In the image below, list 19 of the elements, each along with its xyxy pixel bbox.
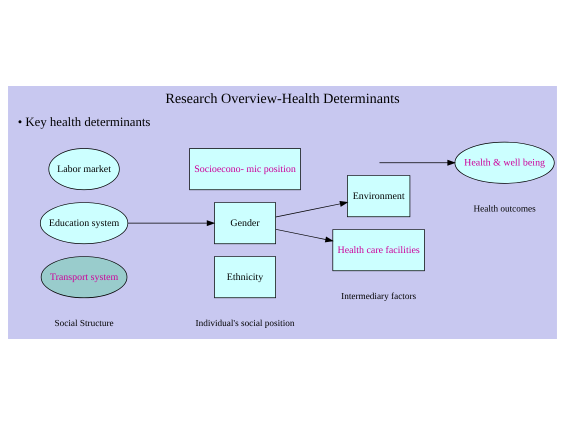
node-box: Ethnicity: [214, 256, 276, 298]
node-ellipse: Health & well being: [454, 141, 555, 184]
label: Intermediary factors: [341, 290, 416, 300]
arrow: [128, 220, 216, 226]
arrow: [379, 159, 456, 166]
node-box: Environment: [347, 174, 410, 217]
node-ellipse: Education system: [40, 202, 128, 244]
node-box: Socioecono- mic position: [189, 148, 301, 190]
label: Individual's social position: [196, 317, 295, 328]
node-box: Gender: [214, 202, 276, 244]
label: • Key health determinants: [18, 114, 150, 129]
arrow: [275, 200, 348, 217]
label: Health outcomes: [473, 202, 536, 213]
node-ellipse: Transport system: [40, 256, 128, 298]
diagram-title: Research Overview-Health Determinants: [165, 90, 400, 107]
label: Social Structure: [54, 317, 114, 328]
node-box: Health care facilities: [332, 228, 425, 271]
node-ellipse: Labor market: [48, 148, 120, 190]
arrow: [275, 228, 334, 242]
